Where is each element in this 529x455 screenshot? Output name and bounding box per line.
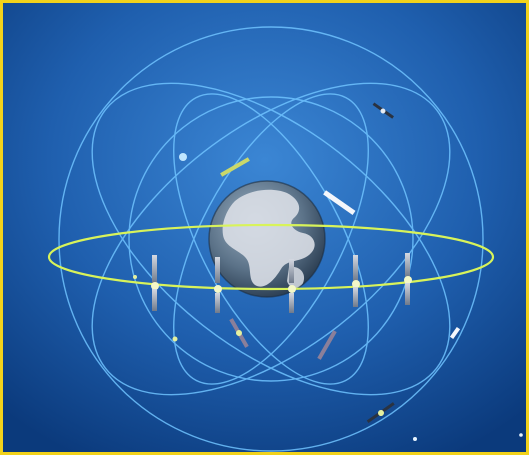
equatorial-orbit: [47, 223, 495, 291]
tilted-orbit-left: [91, 82, 451, 396]
satellite-icon: [519, 433, 523, 437]
satellite-icon: [214, 257, 222, 313]
earth-globe: [208, 180, 326, 298]
satellite-icon: [413, 437, 417, 441]
tilted-orbit-diagonal: [173, 93, 369, 385]
satellite-icon: [288, 259, 296, 313]
satellite-icon: [449, 326, 461, 340]
satellite-icon: [352, 255, 360, 307]
satellite-icon: [372, 102, 394, 119]
satellite-icon: [229, 318, 249, 348]
satellite-icon: [366, 402, 395, 423]
satellite-icon: [133, 275, 137, 279]
satellite-icon: [404, 253, 412, 305]
satellite-constellation-scene: [3, 3, 526, 452]
outer-circle-orbit: [58, 26, 484, 452]
inner-circle-orbit: [128, 96, 414, 382]
tilted-orbit-diagonal-2: [173, 93, 369, 385]
satellite-icons: [133, 102, 523, 441]
satellite-icon: [151, 255, 159, 311]
satellite-icon: [179, 153, 187, 161]
satellite-icon: [323, 190, 356, 215]
satellite-icon: [172, 336, 178, 342]
tilted-orbit-right: [91, 82, 451, 396]
satellite-icon: [220, 157, 250, 177]
satellite-icon: [317, 330, 337, 360]
